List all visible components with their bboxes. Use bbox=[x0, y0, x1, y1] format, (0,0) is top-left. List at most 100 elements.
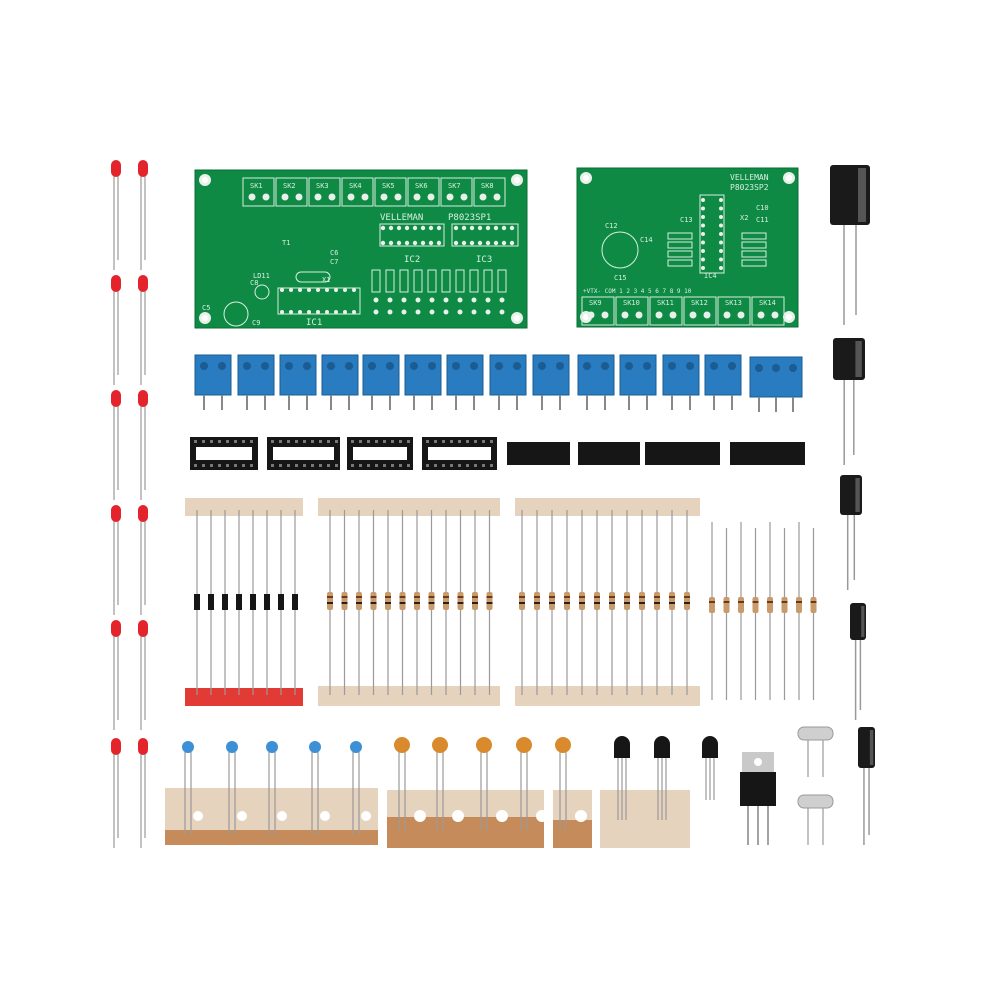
resistor-band bbox=[341, 602, 348, 604]
socket-pin bbox=[367, 464, 370, 467]
capacitor-polarity-stripe bbox=[861, 606, 865, 637]
resistor bbox=[428, 592, 435, 610]
tape-sprocket-hole bbox=[575, 810, 587, 822]
solder-pad bbox=[427, 193, 435, 201]
solder-pad bbox=[413, 193, 421, 201]
mounting-hole-center bbox=[514, 315, 520, 321]
led-red bbox=[138, 390, 148, 407]
c9-outline bbox=[223, 301, 249, 327]
led-red bbox=[138, 738, 148, 755]
loose-resistor bbox=[738, 597, 744, 613]
resistor-footprint bbox=[667, 250, 693, 258]
resistor-band bbox=[684, 602, 690, 604]
solder-pad bbox=[469, 225, 475, 231]
terminal-screw bbox=[345, 362, 353, 370]
solder-pad bbox=[298, 288, 302, 292]
diode bbox=[208, 594, 214, 610]
pcb-main-label-x1: X1 bbox=[322, 276, 330, 284]
c8-outline bbox=[254, 284, 270, 300]
solder-pad bbox=[387, 309, 393, 315]
resistor bbox=[624, 592, 630, 610]
terminal-block-2pin bbox=[532, 354, 570, 396]
connector-label: SK11 bbox=[657, 299, 674, 307]
capacitor-polarity-stripe bbox=[855, 478, 860, 512]
terminal-block-2pin bbox=[404, 354, 442, 396]
resistor bbox=[609, 592, 615, 610]
pin-header-strip bbox=[645, 442, 720, 465]
connector-footprint bbox=[683, 296, 717, 326]
socket-pin bbox=[482, 464, 485, 467]
pcb-secondary-label-c13: C13 bbox=[680, 216, 693, 224]
pcb-secondary-label-c15: C15 bbox=[614, 274, 627, 282]
diode bbox=[236, 594, 242, 610]
solder-pad bbox=[701, 240, 705, 245]
diode-tape-top bbox=[185, 498, 303, 516]
solder-pad bbox=[477, 225, 483, 231]
solder-pad bbox=[479, 193, 487, 201]
solder-pad bbox=[485, 240, 491, 246]
socket-pin bbox=[450, 440, 453, 443]
solder-pad bbox=[388, 225, 394, 231]
connector-label: SK12 bbox=[691, 299, 708, 307]
resistor-band bbox=[781, 601, 788, 603]
ic1-label: IC1 bbox=[306, 318, 322, 328]
solder-pad bbox=[469, 240, 475, 246]
solder-pad bbox=[436, 225, 442, 231]
solder-pad bbox=[420, 225, 426, 231]
pcb-secondary-label-c10: C10 bbox=[756, 204, 769, 212]
connector-label: SK14 bbox=[759, 299, 776, 307]
mounting-hole-center bbox=[202, 315, 208, 321]
terminal-screw bbox=[583, 362, 591, 370]
ic3-label: IC3 bbox=[476, 255, 492, 265]
terminal-screw bbox=[428, 362, 436, 370]
terminal-screw bbox=[243, 362, 251, 370]
terminal-screw bbox=[368, 362, 376, 370]
solder-pad bbox=[453, 225, 459, 231]
pcb-main-label-ld11: LD11 bbox=[253, 272, 270, 280]
terminal-screw bbox=[556, 362, 564, 370]
mounting-hole-center bbox=[786, 314, 792, 320]
resistor-band bbox=[609, 596, 615, 598]
terminal-screw bbox=[728, 362, 736, 370]
solder-pad bbox=[719, 257, 723, 262]
resistor bbox=[549, 592, 555, 610]
connector-label: SK7 bbox=[448, 182, 461, 190]
terminal-block-2pin bbox=[279, 354, 317, 396]
solder-pad bbox=[415, 309, 421, 315]
diode-tape-bottom bbox=[185, 688, 303, 706]
solder-pad bbox=[428, 240, 434, 246]
socket-pin bbox=[399, 464, 402, 467]
socket-pin bbox=[242, 440, 245, 443]
resistor-band bbox=[341, 596, 348, 598]
solder-pad bbox=[415, 297, 421, 303]
solder-pad bbox=[401, 309, 407, 315]
mounting-hole-center bbox=[786, 175, 792, 181]
pin-header-strip bbox=[730, 442, 805, 465]
loose-components bbox=[111, 160, 875, 848]
socket-pin bbox=[383, 464, 386, 467]
resistor-band bbox=[549, 602, 555, 604]
socket-pin bbox=[287, 440, 290, 443]
solder-pad bbox=[701, 215, 705, 219]
connector-label: SK10 bbox=[623, 299, 640, 307]
solder-pad bbox=[485, 225, 491, 231]
resistor-footprint bbox=[399, 269, 409, 293]
solder-pad bbox=[361, 193, 369, 201]
resistor bbox=[457, 592, 464, 610]
pcb-main-part: P8023SP1 bbox=[448, 213, 491, 223]
socket-pin bbox=[482, 440, 485, 443]
diode bbox=[250, 594, 256, 610]
solder-pad bbox=[404, 225, 410, 231]
pcb-secondary-part: P8023SP2 bbox=[730, 183, 769, 192]
connector-label: SK13 bbox=[725, 299, 742, 307]
socket-pin bbox=[295, 440, 298, 443]
solder-pad bbox=[701, 249, 705, 253]
terminal-block-2pin bbox=[237, 354, 275, 396]
resistor-band bbox=[767, 601, 773, 603]
resistor-band bbox=[639, 602, 645, 604]
terminal-screw bbox=[327, 362, 335, 370]
loose-resistor bbox=[796, 597, 802, 613]
resistor-band bbox=[414, 602, 420, 604]
tape-sprocket-hole bbox=[237, 811, 247, 821]
